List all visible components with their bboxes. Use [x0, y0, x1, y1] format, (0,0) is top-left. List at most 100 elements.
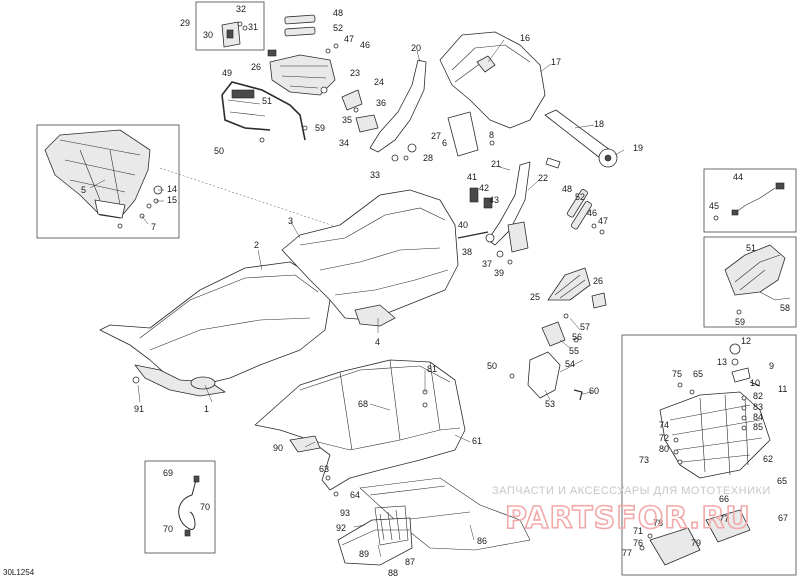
callout-25: 25 — [530, 292, 540, 302]
callout-45: 45 — [709, 201, 719, 211]
callout-7: 7 — [151, 222, 156, 232]
callout-13: 13 — [717, 357, 727, 367]
wiring-harness — [713, 182, 785, 221]
callout-77: 77 — [622, 548, 632, 558]
callout-4: 4 — [375, 337, 380, 347]
callout-51: 51 — [262, 96, 272, 106]
callout-76: 76 — [633, 538, 643, 548]
callout-28: 28 — [423, 153, 433, 163]
callout-29: 29 — [180, 18, 190, 28]
callout-52b: 52 — [575, 192, 585, 202]
inset-box-latch-clip — [195, 1, 265, 51]
rear-strap-set — [547, 189, 607, 309]
callout-71: 71 — [633, 526, 643, 536]
storage-bin — [337, 505, 413, 566]
callout-55: 55 — [569, 346, 579, 356]
callout-48b: 48 — [333, 8, 343, 18]
callout-51b: 51 — [746, 243, 756, 253]
callout-54: 54 — [565, 359, 575, 369]
callout-1: 1 — [204, 404, 209, 414]
callout-38: 38 — [462, 247, 472, 257]
inset-box-heater-module — [703, 236, 797, 328]
callout-31: 31 — [248, 22, 258, 32]
callout-81: 81 — [427, 364, 437, 374]
callout-labels: 1 2 3 4 5 6 7 8 9 10 11 12 13 14 15 16 1… — [81, 4, 790, 578]
callout-62: 62 — [763, 454, 773, 464]
callout-26: 26 — [593, 276, 603, 286]
callout-21: 21 — [491, 159, 501, 169]
fasteners-63-64 — [325, 475, 339, 497]
callout-64: 64 — [350, 490, 360, 500]
latch-clip-part — [221, 21, 248, 48]
callout-53: 53 — [545, 399, 555, 409]
callout-35: 35 — [342, 115, 352, 125]
inset-box-seat-bracket — [36, 124, 180, 239]
callout-63: 63 — [319, 464, 329, 474]
callout-46b: 46 — [360, 40, 370, 50]
callout-56: 56 — [572, 332, 582, 342]
passenger-backrest — [439, 31, 618, 168]
callout-44: 44 — [733, 172, 743, 182]
callout-66: 66 — [719, 494, 729, 504]
callout-85: 85 — [753, 422, 763, 432]
passenger-seat — [281, 189, 459, 327]
callout-61: 61 — [472, 436, 482, 446]
callout-50b: 50 — [487, 361, 497, 371]
rear-rack-assembly — [639, 343, 771, 566]
callout-14: 14 — [167, 184, 177, 194]
hinge-bracket-assembly — [457, 157, 561, 265]
callout-60: 60 — [589, 386, 599, 396]
callout-33: 33 — [370, 170, 380, 180]
callout-67: 67 — [778, 513, 788, 523]
watermark-caption: ЗАПЧАСТИ И АКСЕССУАРЫ ДЛЯ МОТОТЕХНИКИ — [492, 485, 771, 497]
callout-42: 42 — [479, 183, 489, 193]
callout-47b: 47 — [344, 34, 354, 44]
backrest-frame — [221, 81, 308, 143]
callout-86: 86 — [477, 536, 487, 546]
callout-80: 80 — [659, 444, 669, 454]
callout-22: 22 — [538, 173, 548, 183]
callout-40: 40 — [458, 220, 468, 230]
callout-89: 89 — [359, 549, 369, 559]
callout-70b: 70 — [163, 524, 173, 534]
callout-30: 30 — [203, 30, 213, 40]
callout-12: 12 — [741, 336, 751, 346]
callout-15: 15 — [167, 195, 177, 205]
callout-37: 37 — [482, 259, 492, 269]
leader-lines — [89, 39, 625, 558]
callout-77b: 77 — [719, 514, 729, 524]
callout-10: 10 — [750, 378, 760, 388]
callout-23: 23 — [350, 68, 360, 78]
callout-72: 72 — [659, 433, 669, 443]
callout-78: 78 — [653, 518, 663, 528]
callout-3: 3 — [288, 216, 293, 226]
callout-6: 6 — [442, 138, 447, 148]
callout-79: 79 — [691, 538, 701, 548]
seat-bracket-assembly — [44, 129, 163, 229]
callout-49: 49 — [222, 68, 232, 78]
callout-84: 84 — [753, 412, 763, 422]
callout-52: 52 — [333, 23, 343, 33]
watermark: ЗАПЧАСТИ И АКСЕССУАРЫ ДЛЯ МОТОТЕХНИКИ PA… — [492, 485, 771, 537]
callout-2: 2 — [254, 240, 259, 250]
callout-59b: 59 — [735, 317, 745, 327]
callout-11: 11 — [778, 384, 787, 394]
callout-24: 24 — [374, 77, 384, 87]
callout-65: 65 — [693, 369, 703, 379]
callout-88: 88 — [388, 568, 398, 578]
latch-assembly — [509, 313, 583, 401]
callout-20: 20 — [411, 43, 421, 53]
callout-36: 36 — [376, 98, 386, 108]
callout-26b: 26 — [251, 62, 261, 72]
callout-92: 92 — [336, 523, 346, 533]
callout-5: 5 — [81, 185, 86, 195]
callout-27: 27 — [431, 131, 441, 141]
callout-32: 32 — [236, 4, 246, 14]
callout-65b: 65 — [777, 476, 787, 486]
callout-91: 91 — [134, 404, 144, 414]
callout-8: 8 — [489, 130, 494, 140]
callout-18: 18 — [594, 119, 604, 129]
callout-90: 90 — [273, 443, 283, 453]
callout-70: 70 — [200, 502, 210, 512]
